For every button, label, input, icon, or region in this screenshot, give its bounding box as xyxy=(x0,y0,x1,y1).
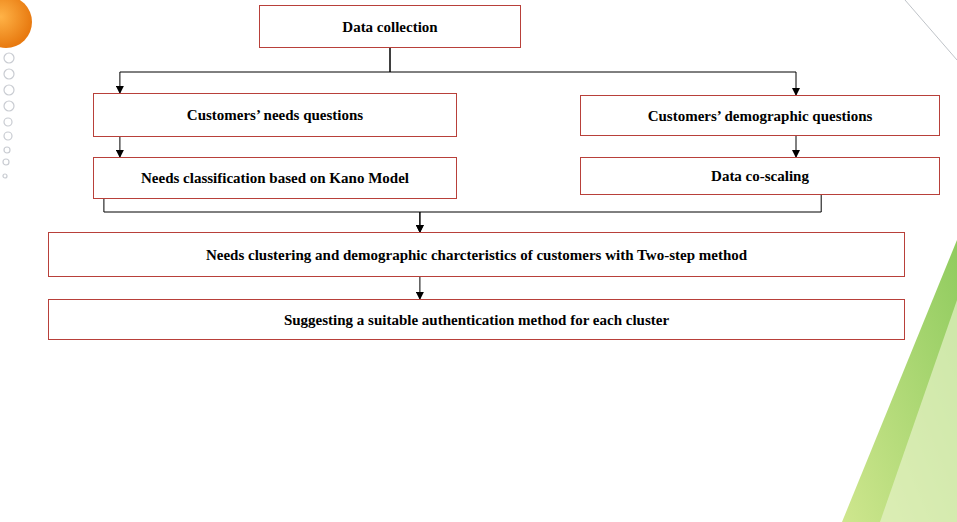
process-box: Data co-scaling xyxy=(580,157,940,195)
process-box: Needs classification based on Kano Model xyxy=(93,157,457,199)
box-label: Customers’ demographic questions xyxy=(648,107,873,125)
box-label: Customers’ needs questions xyxy=(187,106,363,124)
box-label: Data co-scaling xyxy=(711,167,809,185)
flow-arrow xyxy=(104,199,420,232)
box-label: Suggesting a suitable authentication met… xyxy=(284,311,669,329)
flow-arrow xyxy=(419,277,420,299)
flow-arrow xyxy=(119,137,120,157)
flow-arrow xyxy=(420,195,821,232)
orange-orb xyxy=(0,0,32,48)
process-box: Customers’ needs questions xyxy=(93,93,457,137)
green-triangle xyxy=(842,240,957,522)
process-box: Data collection xyxy=(259,5,521,48)
process-box: Suggesting a suitable authentication met… xyxy=(48,299,905,340)
box-label: Needs classification based on Kano Model xyxy=(141,169,409,187)
process-box: Customers’ demographic questions xyxy=(580,95,940,136)
flow-arrow xyxy=(120,48,390,93)
grey-bubbles xyxy=(3,53,14,178)
process-box: Needs clustering and demographic charcte… xyxy=(48,232,905,277)
box-label: Needs clustering and demographic charcte… xyxy=(206,246,747,264)
flow-arrow xyxy=(796,136,797,157)
corner-line xyxy=(905,0,957,60)
flow-arrow xyxy=(390,48,796,95)
box-label: Data collection xyxy=(342,18,437,36)
